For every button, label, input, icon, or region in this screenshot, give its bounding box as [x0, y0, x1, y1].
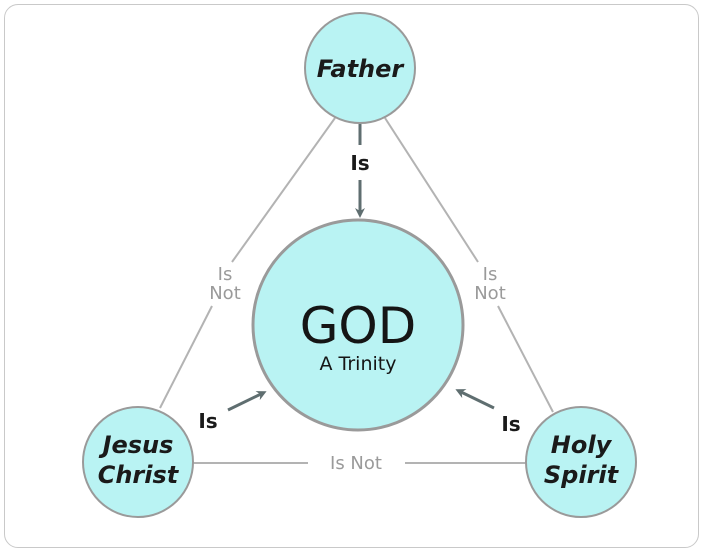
spirit-to-god-arrow	[455, 389, 495, 410]
father-jesus-line-upper	[231, 117, 336, 263]
father-jesus-line-lower	[159, 305, 213, 409]
god-node	[251, 218, 465, 432]
father-spirit-isnot-line2: Not	[474, 283, 506, 304]
god-subtitle: A Trinity	[320, 353, 397, 375]
father-spirit-line-lower	[497, 305, 554, 413]
jesus-to-god-arrow	[227, 391, 267, 412]
father-jesus-isnot-line2: Not	[209, 283, 241, 304]
jesus-is-label: Is	[198, 409, 217, 433]
jesus-label-line2: Christ	[98, 461, 180, 489]
diagram-frame	[4, 4, 699, 548]
father-jesus-isnot-line1: Is	[218, 264, 233, 285]
father-node	[304, 12, 416, 124]
jesus-label-line1: Jesus	[99, 431, 174, 459]
father-is-label: Is	[350, 151, 369, 175]
father-label: Father	[317, 55, 406, 83]
god-title: GOD	[300, 297, 417, 355]
father-spirit-isnot-line1: Is	[483, 264, 498, 285]
father-spirit-line-upper	[384, 117, 479, 263]
spirit-label-line2: Spirit	[544, 461, 620, 489]
jesus-spirit-isnot-label: Is Not	[330, 453, 382, 474]
holy-spirit-node	[525, 406, 637, 518]
spirit-label-line1: Holy	[551, 431, 613, 459]
spirit-is-label: Is	[501, 412, 520, 436]
jesus-christ-node	[82, 406, 194, 518]
